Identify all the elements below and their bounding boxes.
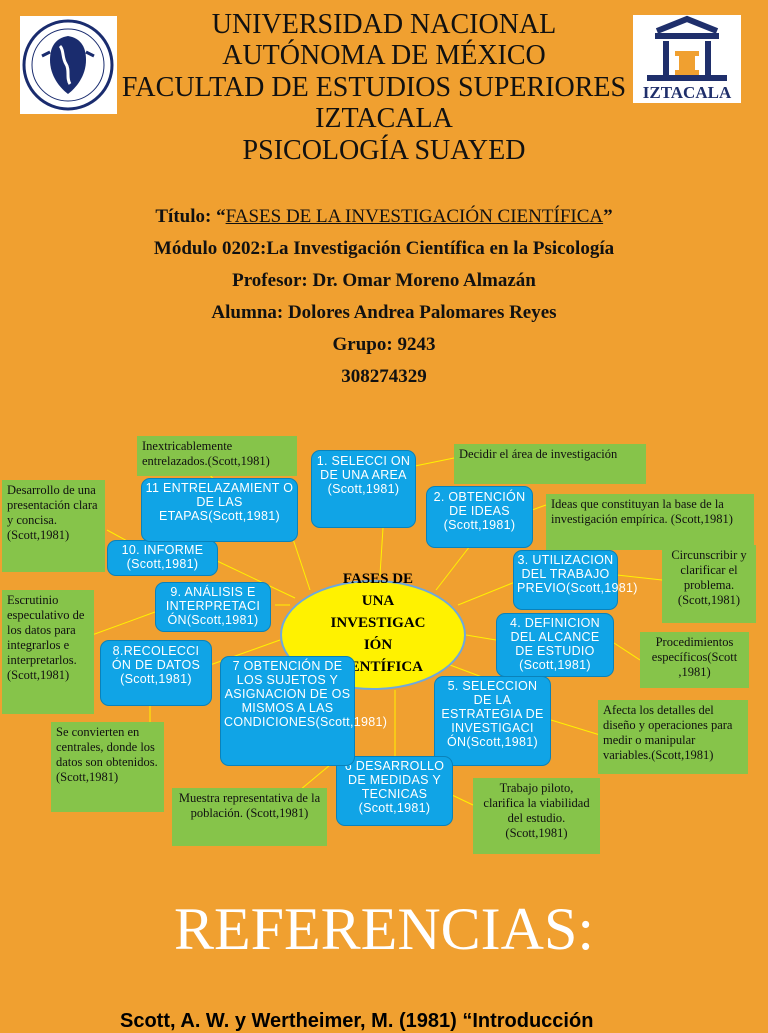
iztacala-logo-text: IZTACALA [642, 83, 732, 102]
grupo-line: Grupo: 9243 [332, 334, 436, 355]
note-2-box: Ideas que constituyan la base de la inve… [546, 494, 754, 550]
phase-5-box: 5. SELECCION DE LA ESTRATEGIA DE INVESTI… [434, 676, 551, 766]
phase-11-box: 11 ENTRELAZAMIENT O DE LAS ETAPAS(Scott,… [141, 478, 298, 542]
phase-3-box: 3. UTILIZACION DEL TRABAJO PREVIO(Scott,… [513, 550, 637, 610]
phase-4-box: 4. DEFINICION DEL ALCANCE DE ESTUDIO (Sc… [496, 613, 614, 677]
header-university: UNIVERSIDAD NACIONAL [211, 9, 557, 40]
note-5-box: Afecta los detalles del diseño y operaci… [598, 700, 748, 774]
note-9-box: Escrutinio especulativo de los datos par… [2, 590, 94, 714]
phase-8-box: 8.RECOLECCI ÓN DE DATOS (Scott,1981) [100, 640, 212, 706]
title-line: Título: “FASES DE LA INVESTIGACIÓN CIENT… [0, 206, 768, 228]
phase-9-box: 9. ANÁLISIS E INTERPRETACI ÓN(Scott,1981… [155, 582, 271, 632]
references-heading: REFERENCIAS: [173, 896, 595, 962]
header-facultad: FACULTAD DE ESTUDIOS SUPERIORES [121, 72, 627, 103]
phase-1-box: 1. SELECCI ON DE UNA AREA (Scott,1981) [311, 450, 416, 528]
header-program: PSICOLOGÍA SUAYED [242, 135, 526, 166]
numero-line: 308274329 [341, 366, 427, 387]
unam-logo [20, 16, 117, 114]
phase-10-box: 10. INFORME (Scott,1981) [107, 540, 218, 576]
title-suffix: ” [603, 206, 613, 227]
note-6-box: Trabajo piloto, clarifica la viabilidad … [473, 778, 600, 854]
title-prefix: Título: “ [155, 206, 226, 227]
references-cut-text: Scott, A. W. y Wertheimer, M. (1981) “In… [120, 1010, 594, 1032]
note-10-box: Desarrollo de una presentación clara y c… [2, 480, 105, 572]
note-11-box: Inextricablemente entrelazados.(Scott,19… [137, 436, 297, 476]
note-7-box: Muestra representativa de la población. … [172, 788, 327, 846]
phase-6-box: 6 DESARROLLO DE MEDIDAS Y TECNICAS (Scot… [336, 756, 453, 826]
iztacala-logo: IZTACALA [633, 15, 741, 103]
title-text: FASES DE LA INVESTIGACIÓN CIENTÍFICA [225, 206, 604, 227]
header-autonoma: AUTÓNOMA DE MÉXICO [222, 40, 546, 71]
note-1-box: Decidir el área de investigación [454, 444, 646, 484]
note-8-box: Se convierten en centrales, donde los da… [51, 722, 164, 812]
header-iztacala: IZTACALA [315, 103, 453, 134]
phase-2-box: 2. OBTENCIÓN DE IDEAS (Scott,1981) [426, 486, 533, 548]
note-4-box: Procedimientos específicos(Scott ,1981) [640, 632, 749, 688]
phase-7-box: 7 OBTENCIÓN DE LOS SUJETOS Y ASIGNACION … [220, 656, 387, 766]
center-label: FASES DE UNA INVESTIGAC IÓN CIENTÍFICA [330, 571, 426, 675]
modulo-line: Módulo 0202:La Investigación Científica … [153, 238, 615, 259]
alumna-line: Alumna: Dolores Andrea Palomares Reyes [211, 302, 557, 323]
note-3-box: Circunscribir y clarificar el problema. … [662, 545, 756, 623]
profesor-line: Profesor: Dr. Omar Moreno Almazán [232, 270, 536, 291]
